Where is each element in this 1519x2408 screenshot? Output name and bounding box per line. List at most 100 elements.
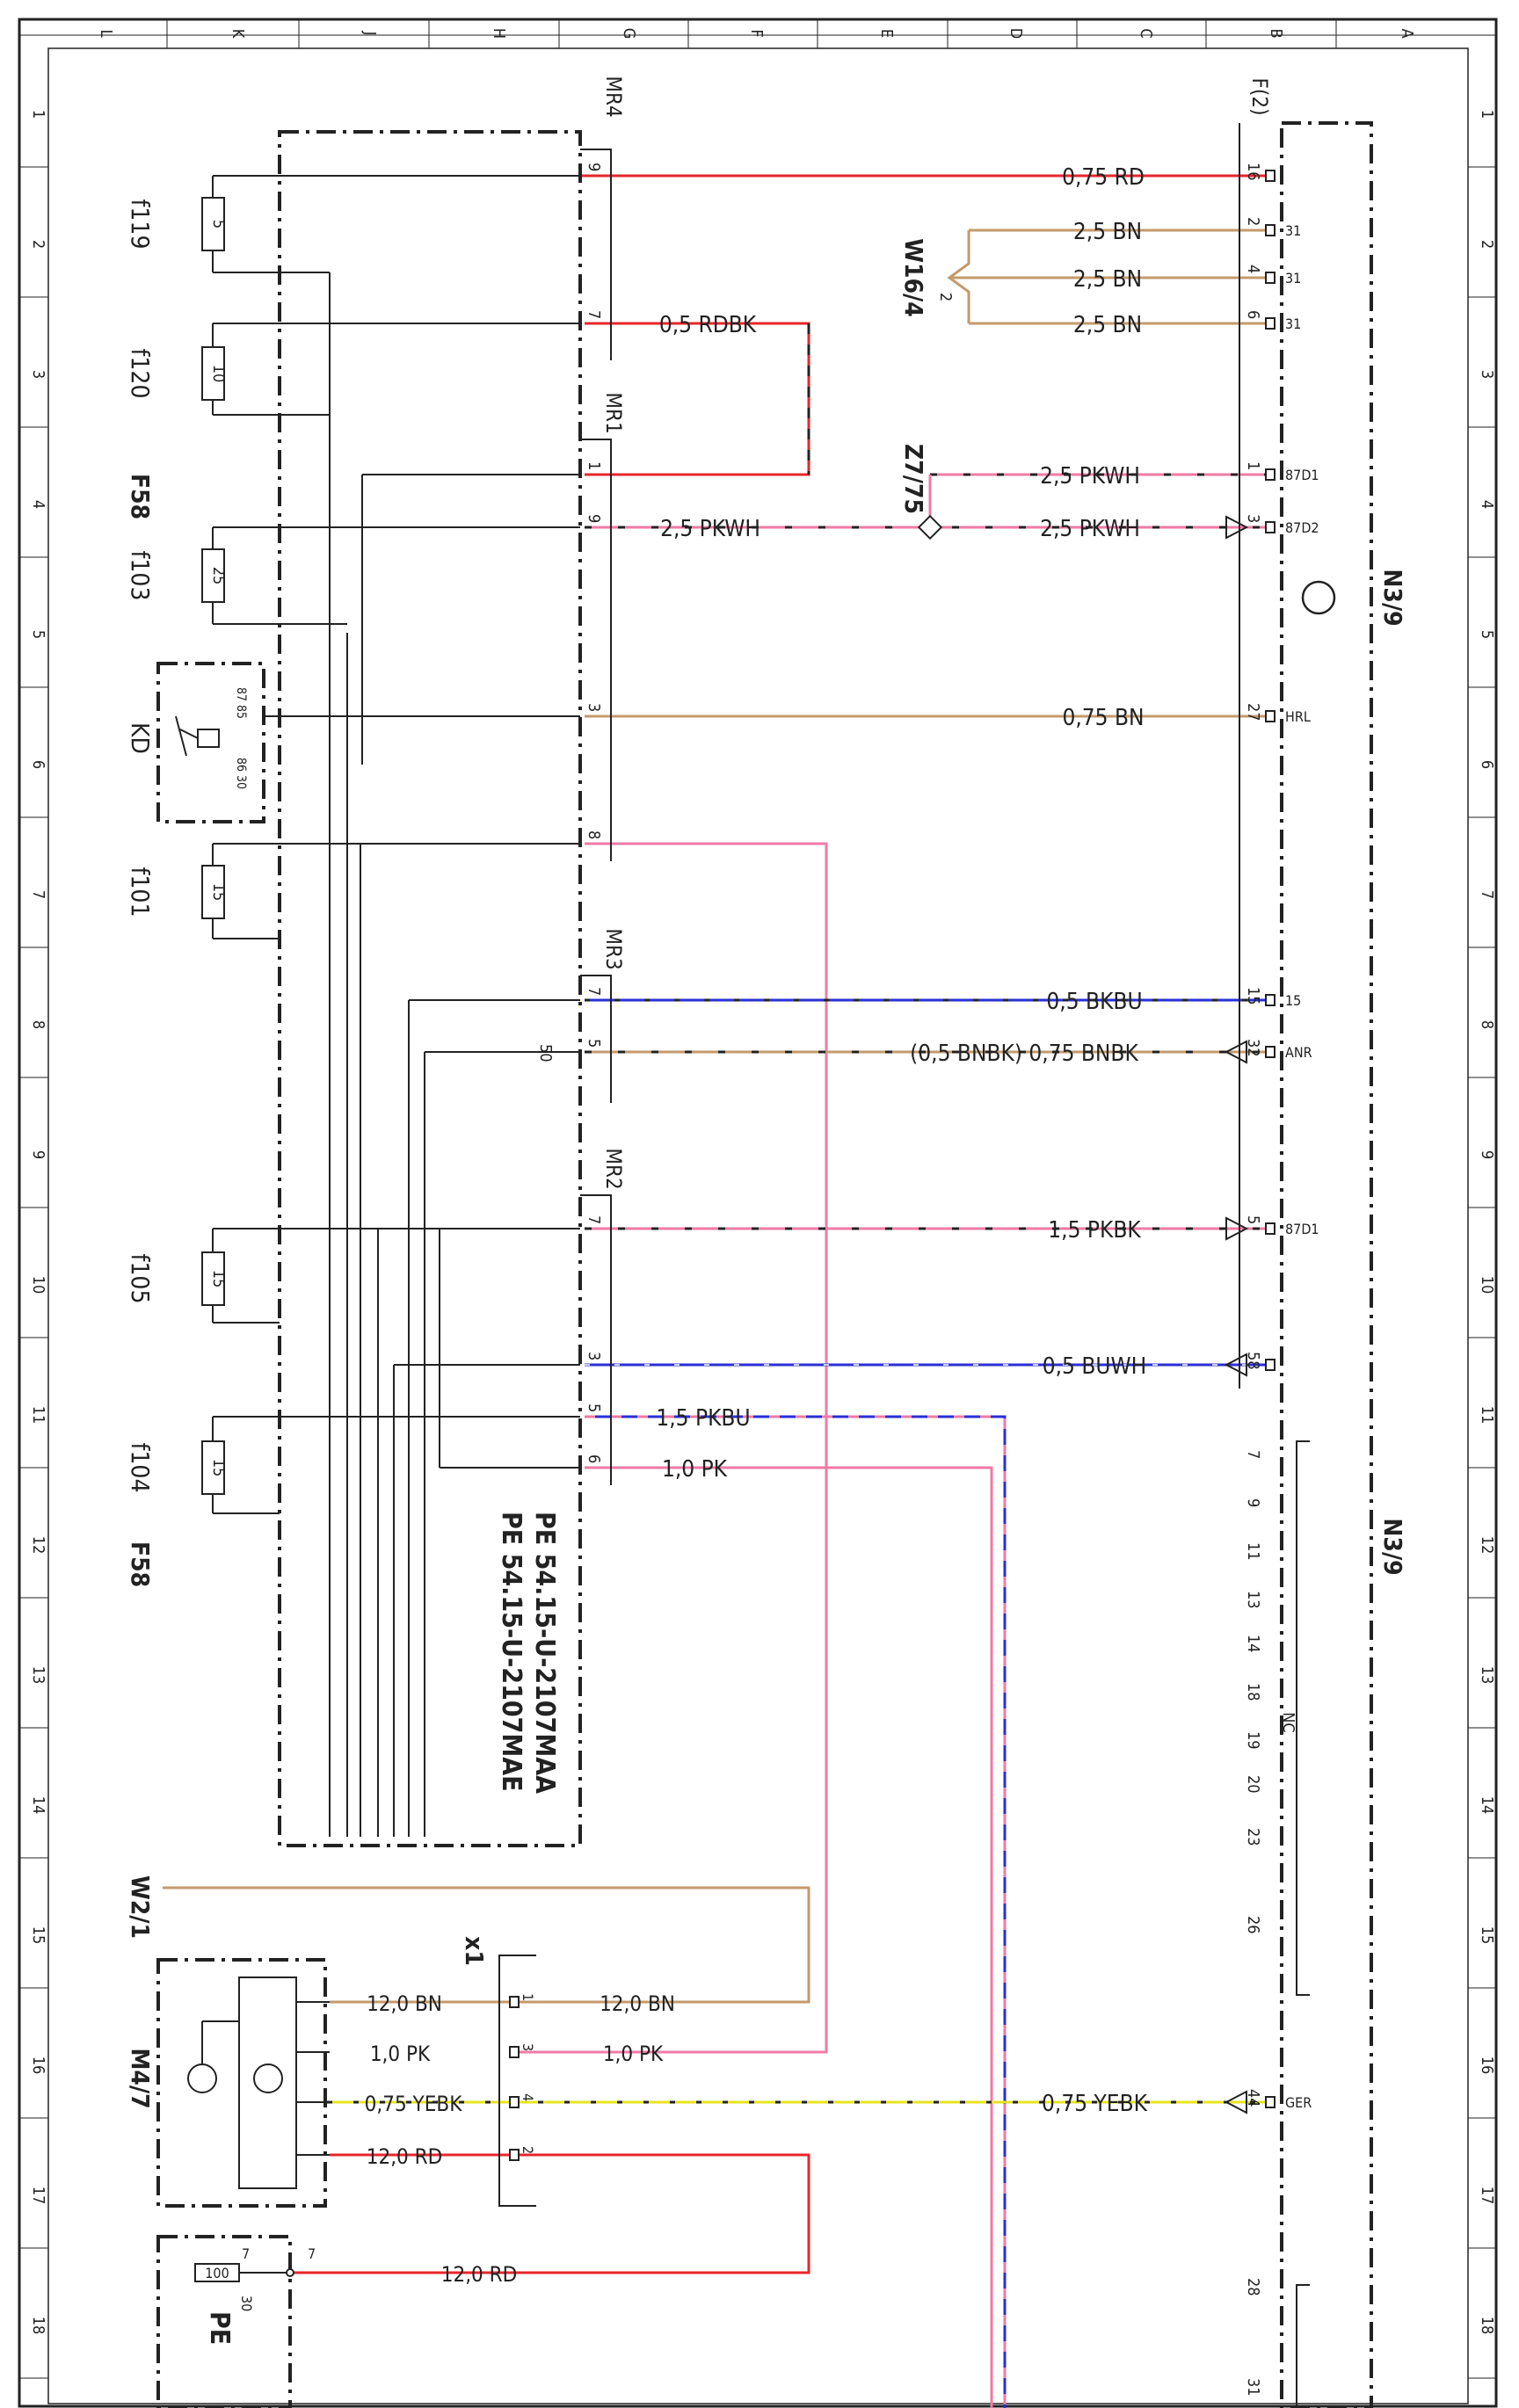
grid-row-11-right: 11 [1478,1406,1496,1425]
relay-kd [156,662,265,823]
inner-frame [47,47,1469,2404]
ground-w16-4-label: W16/4 [899,238,928,317]
reference-pe-mae: PE 54.15-U-2107MAE [496,1512,527,1792]
fuse-rating-f103: 25 [209,567,228,585]
x1-pin-1: 1 [520,1993,536,2001]
pin-mr1-3: 3 [585,703,603,712]
grid-col-L: L [97,29,115,37]
pin-31: 31 [1244,2378,1262,2397]
term-hrl: HRL [1285,708,1311,725]
term-31-b: 31 [1285,270,1301,286]
grid-row-15-left: 15 [29,1926,47,1945]
grid-row-11-left: 11 [29,1406,47,1425]
f58-label-bottom: F58 [126,1541,155,1587]
fuse-100-rating: 100 [205,2265,229,2281]
motor-m4-7-label: M4/7 [126,2048,155,2108]
pin-mr2-6: 6 [585,1454,603,1463]
nc-pin-20: 20 [1244,1775,1262,1794]
label-0-5-bkbu: 0,5 BKBU [1046,989,1142,1015]
grid-row-16-right: 16 [1478,2056,1496,2075]
nc-pin-18: 18 [1244,1683,1262,1701]
grid-col-J: J [360,31,379,36]
relay-kd-label: KD [126,722,155,754]
term-87d1-b: 87D1 [1285,1221,1319,1237]
motor-label-1-0-pk: 1,0 PK [370,2042,431,2066]
fuse-rating-f119: 5 [209,220,228,228]
grid-col-K: K [229,29,247,39]
pin-n39-6: 6 [1244,310,1262,319]
mr4-label: MR4 [601,76,626,117]
mr2-label: MR2 [601,1148,626,1189]
nc-pin-7: 7 [1244,1450,1262,1459]
grid-row-18-left: 18 [29,2317,47,2335]
grid-row-9-left: 9 [29,1150,47,1159]
pin-n39-27: 27 [1244,703,1262,722]
reference-pe-bottom: PE [204,2311,235,2345]
bottom-pin-7b: 7 [308,2245,316,2262]
grid-row-14-right: 14 [1478,1796,1496,1815]
grid-row-1-right: 1 [1478,110,1496,119]
motor-label-12-0-rd: 12,0 RD [367,2144,443,2169]
label-0-5-buwh: 0,5 BUWH [1043,1353,1147,1380]
pin-n39-32: 32 [1244,1039,1262,1057]
pin-mr1-9: 9 [585,514,603,523]
grid-row-18-right: 18 [1478,2317,1496,2335]
grid-col-C: C [1137,28,1155,38]
splice-diamond [917,514,943,540]
grid-row-3-right: 3 [1478,370,1496,379]
label-0-75-yebk: 0,75 YEBK [1042,2091,1148,2117]
outer-frame [18,18,1498,2408]
pin-n39-3: 3 [1244,514,1262,523]
wire-1-0-pk [585,1466,993,2408]
cable-w2-1-label: W2/1 [126,1875,155,1939]
label-2-5-bn-b: 2,5 BN [1073,266,1142,293]
fuse-name-f101: f101 [126,867,155,918]
grid-row-12-right: 12 [1478,1536,1496,1555]
x1-connector [498,1955,536,2207]
grid-row-6-right: 6 [1478,760,1496,769]
fuse-rating-f105: 15 [209,1270,228,1288]
label-2-5-pkwh-b: 2,5 PKWH [660,516,760,542]
pin-mr1-1: 1 [585,461,603,470]
pin-mr3-50: 50 [536,1044,555,1063]
motor-m4-7 [156,1958,330,2208]
fuse-name-f105: f105 [126,1254,155,1304]
grid-col-H: H [490,28,508,39]
label-0-5-rdbk: 0,5 RDBK [659,312,757,338]
label-2-5-bn-a: 2,5 BN [1073,219,1142,245]
motor-label-12-0-bn: 12,0 BN [367,1991,442,2016]
fuse-name-f119: f119 [126,199,155,250]
term-31-c: 31 [1285,316,1301,332]
n39-label-top: N3/9 [1378,569,1407,626]
grid-row-7-left: 7 [29,890,47,899]
grid-row-4-right: 4 [1478,500,1496,509]
grid-row-15-right: 15 [1478,1926,1496,1945]
grid-row-17-left: 17 [29,2187,47,2205]
wire-12-0-bn [163,1886,810,2004]
n39-label-bottom: N3/9 [1378,1518,1407,1575]
grid-col-F: F [747,29,766,37]
terminal-markers [1224,170,1276,2114]
pin-mr4-9: 9 [585,163,603,171]
grid-row-4-left: 4 [29,500,47,509]
term-87d1-a: 87D1 [1285,467,1319,483]
pin-mr1-8: 8 [585,830,603,839]
grid-row-5-right: 5 [1478,630,1496,639]
grid-row-2-right: 2 [1478,240,1496,249]
grid-col-D: D [1007,28,1025,39]
grid-row-13-right: 13 [1478,1666,1496,1685]
grid-row-10-left: 10 [29,1276,47,1295]
pin-n39-2: 2 [1244,217,1262,226]
x1-pin-3: 3 [520,2043,536,2051]
nc-brackets [1296,1440,1310,2408]
f58-label-top: F58 [126,474,155,519]
pin-n39-15: 15 [1244,987,1262,1005]
label-2-5-bn-c: 2,5 BN [1073,312,1142,338]
label-1-0-pk: 1,0 PK [662,1456,728,1483]
bottom-pin-30: 30 [238,2296,255,2311]
grid-row-1-left: 1 [29,110,47,119]
mr1-label: MR1 [601,392,626,433]
pin-28: 28 [1244,2278,1262,2296]
nc-pin-23: 23 [1244,1828,1262,1846]
